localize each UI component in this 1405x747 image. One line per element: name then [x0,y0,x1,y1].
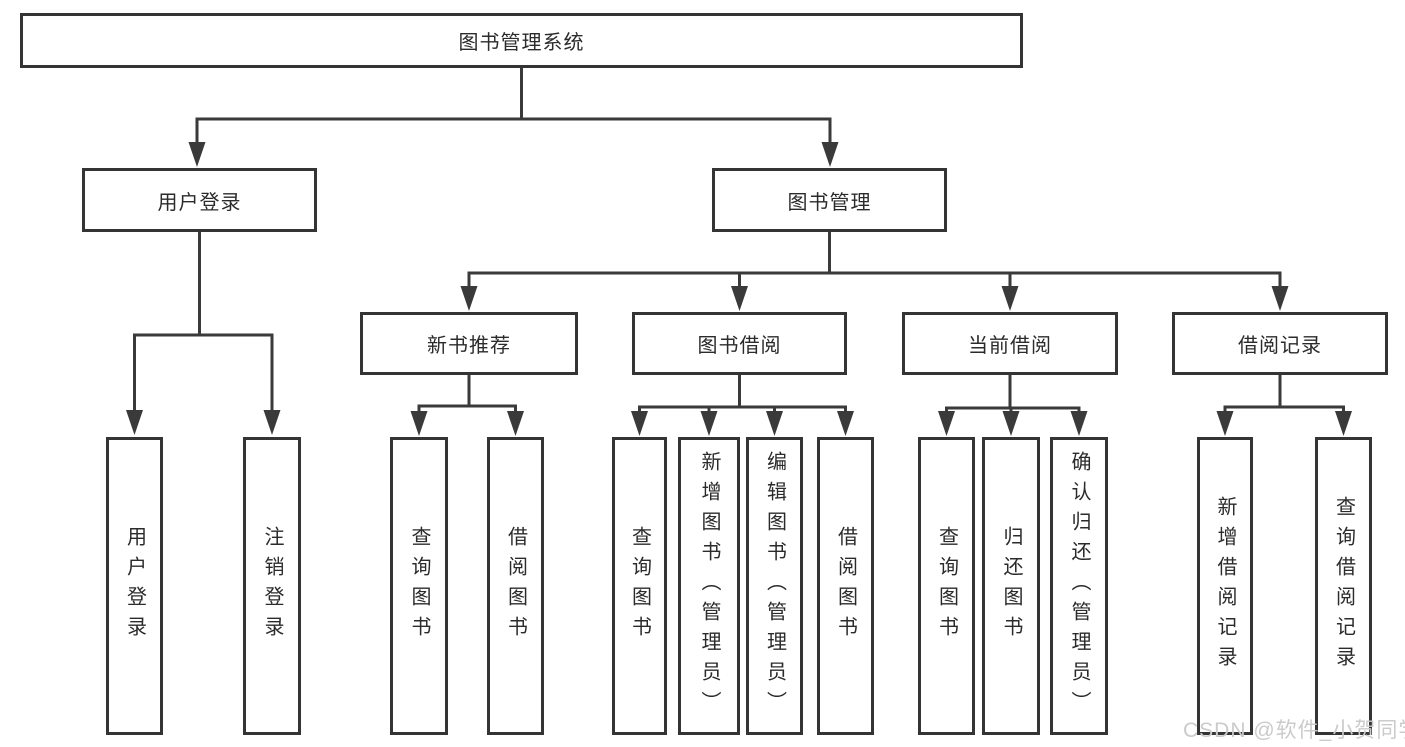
connector-new-book-rec [417,373,517,415]
connector-book-mgmt [467,230,1282,290]
leaf-rec-query-book: 查询图书 [390,437,448,735]
watermark: CSDN @软件_小贺同学 [1183,719,1405,742]
leaf-logout: 注销登录 [243,437,301,735]
connector-current-borrow [945,373,1081,415]
arrowheads [126,142,1352,436]
connector-root [195,66,832,146]
leaf-cb-confirm-return: 确认归还（管理员） [1050,437,1108,735]
leaf-bb-query-book: 查询图书 [612,437,667,735]
leaf-rec-borrow-book: 借阅图书 [487,437,544,735]
leaf-bb-add-book: 新增图书（管理员） [678,437,740,735]
node-root: 图书管理系统 [20,13,1023,68]
leaf-user-login: 用户登录 [106,437,163,735]
leaf-br-query-record: 查询借阅记录 [1315,437,1372,735]
node-current-borrow: 当前借阅 [902,312,1118,375]
node-user-login: 用户登录 [82,168,317,232]
node-book-borrow: 图书借阅 [632,312,847,375]
leaf-cb-return-book: 归还图书 [982,437,1040,735]
connector-user-login [133,230,274,414]
node-book-mgmt: 图书管理 [712,168,947,232]
leaf-cb-query-book: 查询图书 [918,437,975,735]
leaf-bb-borrow-book: 借阅图书 [817,437,874,735]
node-borrow-record: 借阅记录 [1172,312,1388,375]
connector-borrow-record [1223,373,1345,415]
node-new-book-rec: 新书推荐 [360,312,578,375]
connector-book-borrow [638,373,847,415]
leaf-bb-edit-book: 编辑图书（管理员） [746,437,803,735]
leaf-br-add-record: 新增借阅记录 [1197,437,1253,735]
